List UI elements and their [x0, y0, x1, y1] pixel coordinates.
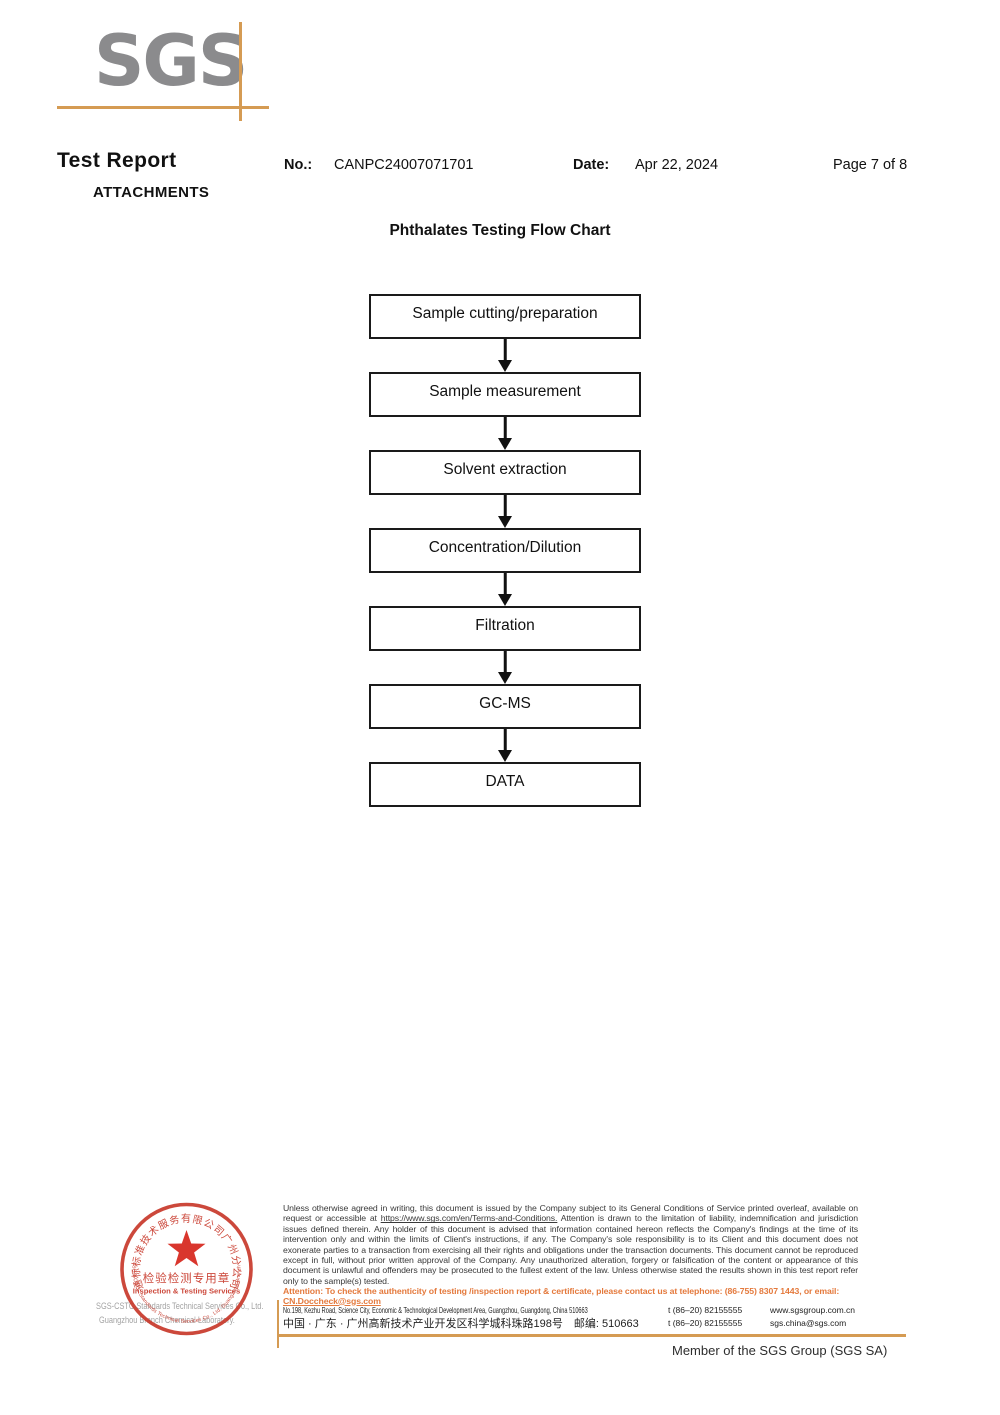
- down-arrow-icon: [369, 495, 641, 528]
- attention-text: Attention: To check the authenticity of …: [283, 1286, 840, 1296]
- phone-number-2: t (86–20) 82155555: [668, 1318, 743, 1328]
- flow-step-box: Sample cutting/preparation: [369, 294, 641, 339]
- page-indicator: Page 7 of 8: [833, 157, 908, 173]
- attention-note: Attention: To check the authenticity of …: [283, 1286, 861, 1306]
- page-title: Test Report: [57, 149, 177, 172]
- website-url: www.sgsgroup.com.cn: [770, 1305, 856, 1315]
- down-arrow-icon: [369, 339, 641, 372]
- flow-step-box: Filtration: [369, 606, 641, 651]
- flow-step-box: DATA: [369, 762, 641, 807]
- logo-crosshair-horizontal: [57, 106, 269, 109]
- terms-link[interactable]: https://www.sgs.com/en/Terms-and-Conditi…: [380, 1213, 558, 1224]
- stamp-company-line1: SGS-CSTC Standards Technical Services Co…: [96, 1301, 264, 1312]
- legal-paragraph: Unless otherwise agreed in writing, this…: [283, 1203, 858, 1286]
- legal-text-after-link: Attention is drawn to the limitation of …: [283, 1213, 858, 1286]
- sgs-member-note: Member of the SGS Group (SGS SA): [672, 1343, 888, 1358]
- down-arrow-icon: [369, 573, 641, 606]
- star-icon: [167, 1230, 206, 1267]
- flow-step-box: Solvent extraction: [369, 450, 641, 495]
- doccheck-email-link[interactable]: CN.Doccheck@sgs.com: [283, 1295, 381, 1306]
- footer-crosshair-horizontal: [277, 1334, 906, 1337]
- flow-step-box: GC-MS: [369, 684, 641, 729]
- address-english: No.198, Kezhu Road, Science City, Econom…: [283, 1305, 588, 1315]
- report-no-label: No.:: [284, 157, 313, 173]
- footer-crosshair-vertical: [277, 1300, 279, 1348]
- down-arrow-icon: [369, 651, 641, 684]
- logo-crosshair-vertical: [239, 22, 242, 121]
- date-value: Apr 22, 2024: [635, 157, 719, 173]
- phone-number-1: t (86–20) 82155555: [668, 1305, 743, 1315]
- sgs-logo: SGS: [94, 20, 248, 102]
- attachments-label: ATTACHMENTS: [93, 184, 210, 201]
- address-chinese: 中国 · 广东 · 广州高新技术产业开发区科学城科珠路198号 邮编: 5106…: [283, 1318, 639, 1330]
- flow-step-box: Sample measurement: [369, 372, 641, 417]
- date-label: Date:: [573, 157, 610, 173]
- down-arrow-icon: [369, 417, 641, 450]
- flow-step-box: Concentration/Dilution: [369, 528, 641, 573]
- inspection-stamp: 通标标准技术服务有限公司广州分公司 SGS-CSTC Standards Tec…: [120, 1202, 253, 1336]
- down-arrow-icon: [369, 729, 641, 762]
- stamp-company-line2: Guangzhou Branch Chemical Laboratory.: [99, 1315, 235, 1326]
- flowchart-title: Phthalates Testing Flow Chart: [389, 222, 611, 239]
- report-no-value: CANPC24007071701: [334, 157, 474, 173]
- legal-text-before-link: Unless otherwise agreed in writing, this…: [283, 1203, 858, 1224]
- contact-email: sgs.china@sgs.com: [770, 1318, 847, 1328]
- stamp-seal-line1: 检验检测专用章: [143, 1271, 231, 1285]
- stamp-seal-line2: Inspection & Testing Services: [133, 1287, 240, 1296]
- stamp-ring: [120, 1202, 253, 1336]
